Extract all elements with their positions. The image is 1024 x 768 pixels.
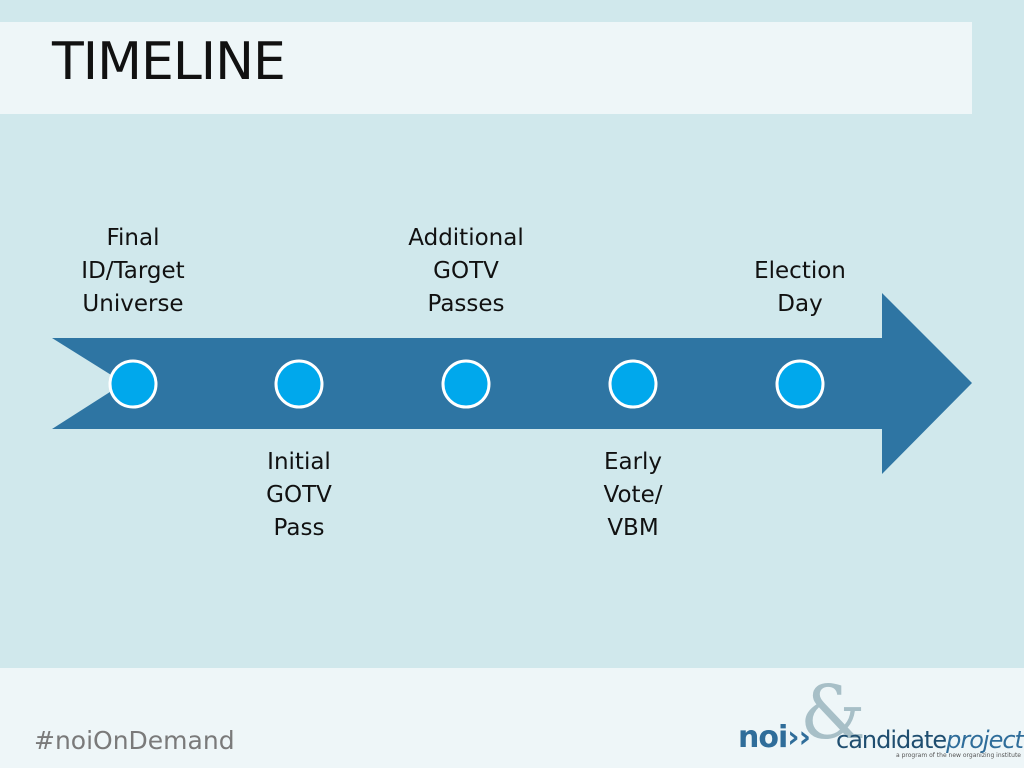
- logo-candidate-project-text: candidateproject: [836, 726, 1024, 754]
- timeline-arrow: [52, 293, 972, 474]
- slide-title: TIMELINE: [52, 32, 286, 92]
- logo-project-word: project: [946, 726, 1024, 754]
- footer-band: [0, 668, 1024, 768]
- milestone-label-line: GOTV: [266, 482, 332, 508]
- milestone-label-line: VBM: [607, 515, 659, 541]
- title-band: [0, 22, 972, 114]
- logo-ampersand: &: [800, 670, 866, 756]
- logo-tagline: a program of the new organizing institut…: [896, 752, 1021, 759]
- milestone-label-line: Final: [106, 225, 160, 251]
- milestone-dot: [274, 359, 324, 409]
- milestone-label-line: Passes: [427, 291, 505, 317]
- milestone-label-line: Universe: [82, 291, 184, 317]
- milestone-label-line: Initial: [267, 449, 331, 475]
- noi-candidate-project-logo: noi›› & candidateproject a program of th…: [736, 676, 1024, 762]
- milestone-label-line: ID/Target: [81, 258, 185, 284]
- milestone-label-line: Election: [754, 258, 846, 284]
- milestone-label-line: Pass: [273, 515, 325, 541]
- milestone-label-line: Day: [777, 291, 823, 317]
- milestone-dot: [108, 359, 158, 409]
- logo-noi-text: noi››: [738, 720, 811, 755]
- milestone-label-line: GOTV: [433, 258, 499, 284]
- milestone-dot: [775, 359, 825, 409]
- hashtag-text: #noiOnDemand: [34, 726, 235, 755]
- milestone-dot: [441, 359, 491, 409]
- milestone-label-line: Vote/: [603, 482, 663, 508]
- logo-candidate-word: candidate: [836, 726, 947, 754]
- milestone-label-line: Early: [603, 449, 663, 475]
- milestone-label-line: Additional: [408, 225, 524, 251]
- milestone-dot: [608, 359, 658, 409]
